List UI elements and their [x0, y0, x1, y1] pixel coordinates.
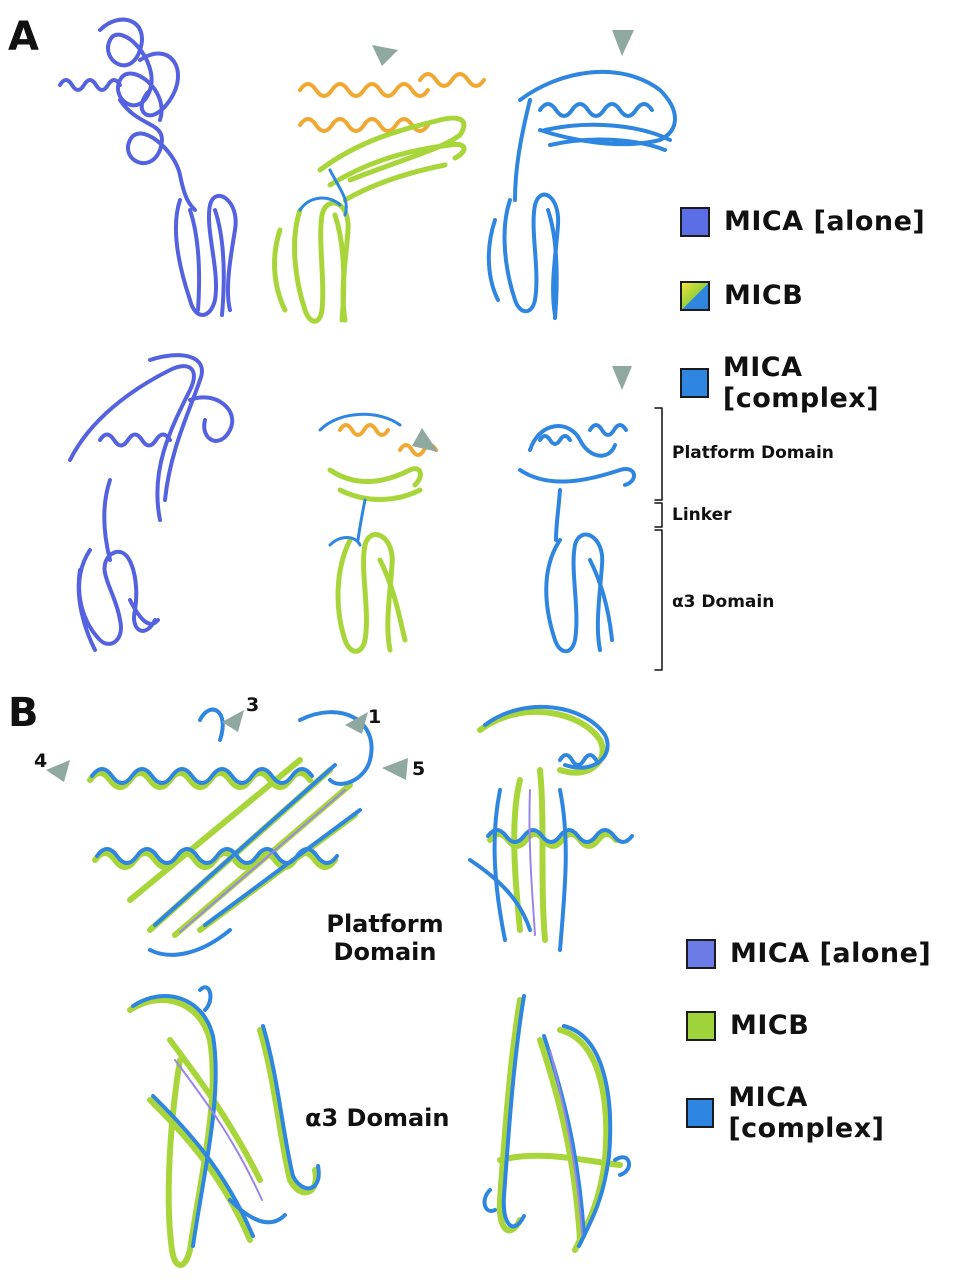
- legend-b-mica-alone-label: MICA [alone]: [730, 938, 932, 969]
- linker-label: Linker: [672, 505, 732, 525]
- arrow-number-4: 4: [34, 750, 48, 772]
- legend-b-mica-alone: MICA [alone]: [686, 938, 931, 969]
- legend-swatch-mica-complex: [680, 368, 709, 398]
- arrow-number-5: 5: [412, 758, 426, 780]
- arrowheads-a: [372, 30, 634, 452]
- platform-label-line1: Platform: [326, 910, 444, 938]
- legend-b-mica-complex-label: MICA [complex]: [728, 1082, 885, 1144]
- a3-domain-label: α3 Domain: [672, 592, 775, 612]
- legend-b-micb: MICB: [686, 1010, 809, 1041]
- a3-superposition-left: [127, 985, 321, 1268]
- a3-domain-label-b: α3 Domain: [305, 1104, 450, 1132]
- legend-b-swatch-mica-complex: [686, 1098, 715, 1128]
- legend-b-swatch-micb: [686, 1010, 716, 1041]
- micb-structure-a1: [272, 72, 486, 324]
- micb-structure-a2: [318, 412, 438, 654]
- legend-swatch-micb: [680, 280, 710, 311]
- a3-superposition-right: [482, 994, 631, 1253]
- platform-superposition-left: [87, 707, 374, 957]
- legend-a-mica-complex: MICA [complex]: [680, 352, 958, 414]
- legend-swatch-mica-alone: [680, 206, 710, 237]
- legend-b-mica-complex: MICA [complex]: [686, 1082, 958, 1144]
- legend-a-mica-alone-label: MICA [alone]: [724, 206, 926, 237]
- domain-brackets: [654, 407, 663, 671]
- mica-complex-structure-a2: [518, 423, 636, 654]
- legend-a-mica-alone: MICA [alone]: [680, 206, 925, 237]
- legend-a-micb: MICB: [680, 280, 803, 311]
- platform-domain-label-b: Platform Domain: [325, 910, 445, 966]
- arrowheads-b: [46, 710, 408, 782]
- legend-a-micb-label: MICB: [724, 280, 804, 311]
- mica-complex-structure-a1: [486, 69, 677, 320]
- legend-b-swatch-mica-alone: [686, 938, 716, 969]
- platform-domain-label: Platform Domain: [672, 443, 834, 463]
- arrow-number-3: 3: [246, 694, 260, 716]
- panel-b-label: B: [8, 690, 39, 736]
- mica-alone-structure-a1: [58, 17, 238, 317]
- arrow-number-1: 1: [368, 706, 382, 728]
- legend-b-micb-label: MICB: [730, 1010, 810, 1041]
- panel-a-label: A: [8, 14, 39, 60]
- platform-superposition-right: [468, 704, 634, 952]
- platform-label-line2: Domain: [333, 938, 437, 966]
- mica-alone-structure-a2: [68, 353, 235, 652]
- legend-a-mica-complex-label: MICA [complex]: [722, 352, 880, 414]
